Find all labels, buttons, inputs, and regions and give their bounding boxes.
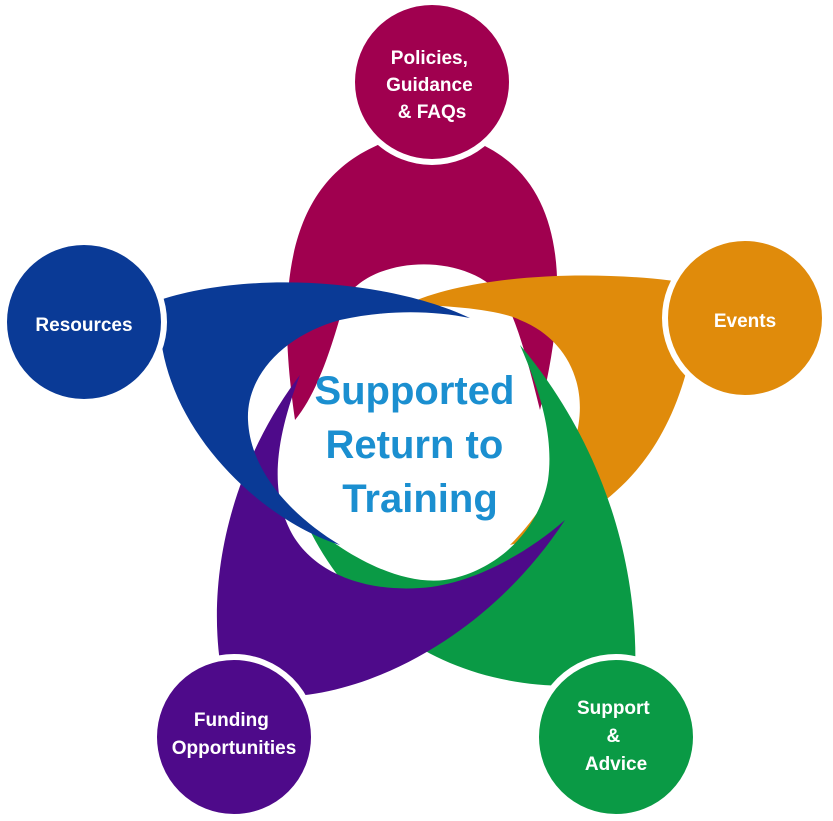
node-policies-line-2: Guidance (386, 75, 473, 96)
petal-policies (286, 130, 558, 420)
node-policies-line-1: Policies, (391, 48, 468, 69)
node-support[interactable]: Support & Advice (533, 654, 699, 820)
node-funding-circle (151, 654, 317, 820)
center-title-line-1: Supported (314, 369, 514, 413)
node-support-line-1: Support (577, 698, 650, 719)
node-support-line-3: Advice (585, 754, 647, 775)
petal-events (405, 275, 700, 545)
node-events[interactable]: Events (662, 235, 828, 401)
node-events-line-1: Events (714, 311, 776, 332)
node-policies-circle (349, 0, 515, 165)
node-support-line-2: & (606, 726, 620, 747)
center-title-line-3: Training (342, 477, 498, 521)
node-funding-line-2: Opportunities (172, 738, 297, 759)
node-resources-line-1: Resources (35, 315, 132, 336)
node-resources[interactable]: Resources (1, 239, 167, 405)
svg-text:Funding Opportunities: Funding Opportunities (172, 710, 297, 759)
svg-text:Support & Advi: Support & Advice (577, 698, 655, 775)
node-policies-line-3: & FAQs (398, 102, 467, 123)
petal-resources (159, 282, 470, 545)
node-policies[interactable]: Policies, Guidance & FAQs (349, 0, 515, 165)
node-events-circle (662, 235, 828, 401)
node-funding[interactable]: Funding Opportunities (151, 654, 317, 820)
node-funding-line-1: Funding (194, 710, 269, 731)
node-resources-circle (1, 239, 167, 405)
svg-text:Events: Events (714, 311, 776, 332)
petal-funding (216, 375, 565, 697)
svg-text:Policies, Guidance: Policies, Guidance & FAQs (386, 48, 478, 123)
center-title-line-2: Return to (326, 423, 504, 467)
node-support-circle (533, 654, 699, 820)
svg-text:Resources: Resources (35, 315, 132, 336)
center-title: Supported Return to Training (314, 369, 525, 521)
